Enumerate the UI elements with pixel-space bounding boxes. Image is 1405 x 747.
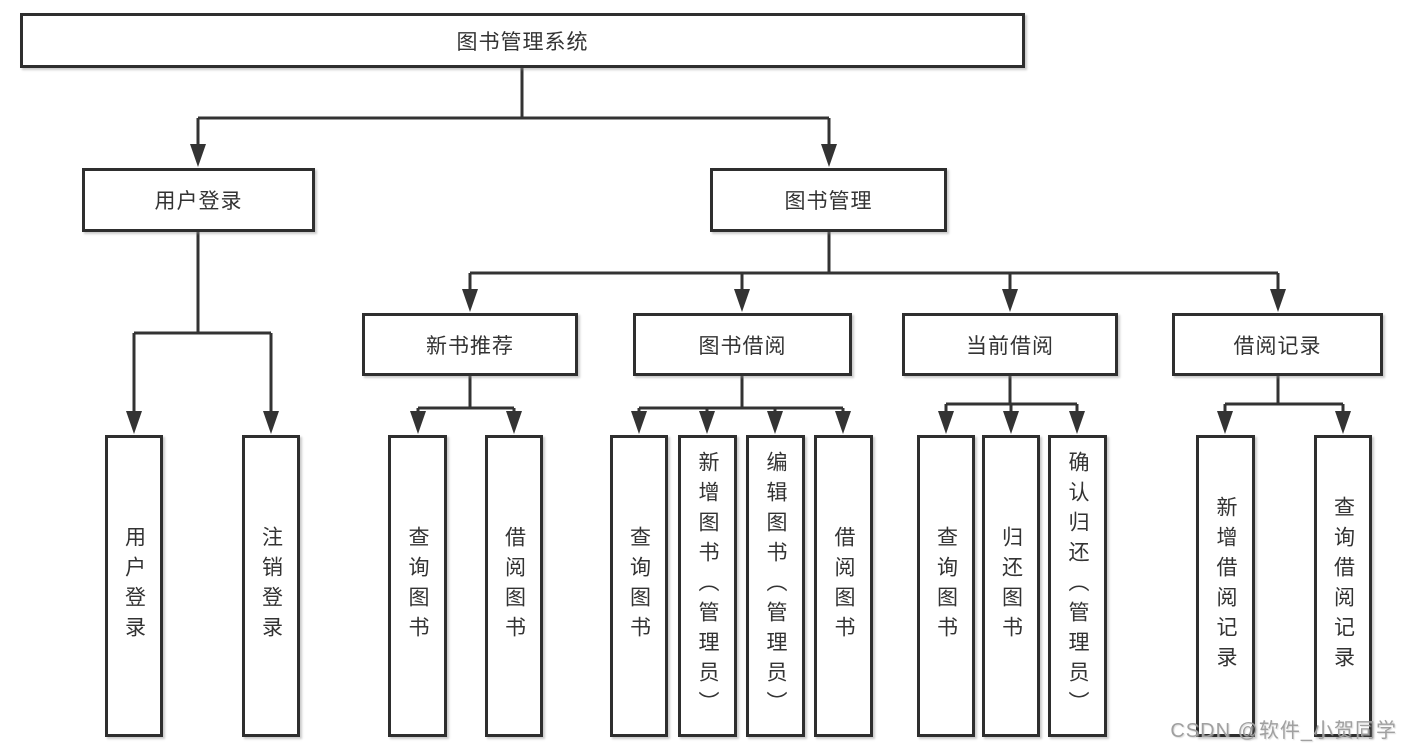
node-query-books: 查询图书 bbox=[388, 435, 447, 737]
node-label: 图书管理系统 bbox=[456, 30, 589, 54]
node-borrow-books: 借阅图书 bbox=[485, 435, 543, 737]
node-label: 图书管理 bbox=[784, 190, 873, 213]
node-add-books-admin: 新增图书（管理员） bbox=[678, 435, 737, 737]
node-return-books: 归还图书 bbox=[982, 435, 1040, 737]
node-edit-books-admin: 编辑图书（管理员） bbox=[746, 435, 805, 737]
node-label: 查询图书 bbox=[406, 526, 429, 646]
node-add-borrow-record: 新增借阅记录 bbox=[1196, 435, 1255, 737]
node-label: 图书借阅 bbox=[698, 334, 787, 358]
node-label: 用户登录 bbox=[154, 190, 243, 213]
node-book-borrowing: 图书借阅 bbox=[633, 313, 852, 376]
node-borrow-books: 借阅图书 bbox=[814, 435, 873, 737]
node-new-book-recommendation: 新书推荐 bbox=[362, 313, 578, 376]
node-label: 查询图书 bbox=[627, 526, 651, 646]
node-book-management: 图书管理 bbox=[710, 168, 947, 232]
node-label: 新增借阅记录 bbox=[1214, 496, 1237, 676]
node-logout-action: 注销登录 bbox=[242, 435, 300, 737]
node-label: 编辑图书（管理员） bbox=[764, 451, 787, 721]
node-label: 归还图书 bbox=[999, 526, 1023, 646]
node-label: 新增图书（管理员） bbox=[696, 451, 719, 721]
node-query-books: 查询图书 bbox=[610, 435, 668, 737]
node-label: 确认归还（管理员） bbox=[1066, 451, 1089, 721]
node-label: 借阅图书 bbox=[832, 526, 855, 646]
node-query-borrow-record: 查询借阅记录 bbox=[1314, 435, 1372, 737]
node-label: 注销登录 bbox=[259, 526, 283, 646]
node-current-borrowing: 当前借阅 bbox=[902, 313, 1118, 376]
node-label: 借阅图书 bbox=[502, 526, 526, 646]
node-user-login-action: 用户登录 bbox=[105, 435, 163, 737]
node-borrowing-records: 借阅记录 bbox=[1172, 313, 1383, 376]
node-label: 新书推荐 bbox=[426, 334, 514, 358]
node-confirm-return-admin: 确认归还（管理员） bbox=[1048, 435, 1107, 737]
node-user-login: 用户登录 bbox=[82, 168, 315, 232]
node-query-books: 查询图书 bbox=[917, 435, 975, 737]
node-label: 用户登录 bbox=[122, 526, 146, 646]
csdn-watermark: CSDN @软件_小贺同学 bbox=[1170, 720, 1397, 742]
node-label: 查询借阅记录 bbox=[1331, 496, 1355, 676]
node-label: 当前借阅 bbox=[966, 334, 1054, 358]
node-label: 借阅记录 bbox=[1233, 334, 1322, 358]
node-label: 查询图书 bbox=[934, 526, 958, 646]
arrowheads bbox=[126, 144, 1351, 434]
node-library-management-system: 图书管理系统 bbox=[20, 13, 1025, 68]
